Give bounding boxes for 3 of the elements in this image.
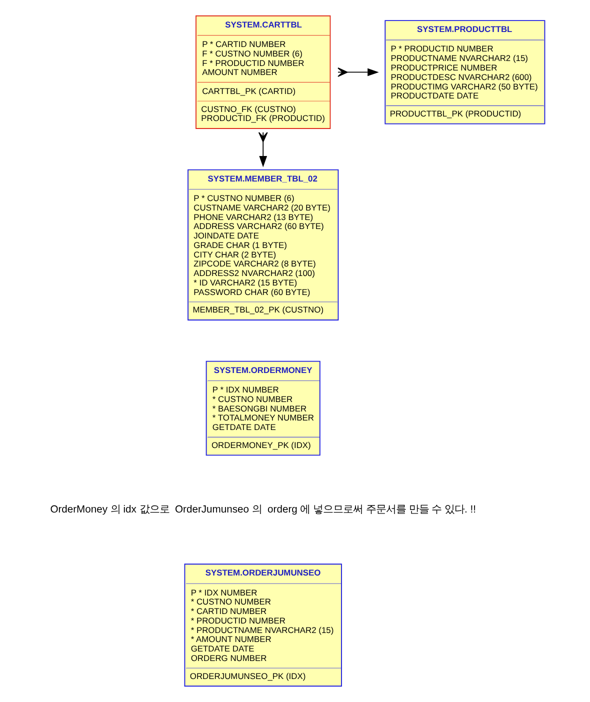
arrow [258, 132, 268, 168]
arrow [337, 68, 378, 77]
label: OrderMoney 의 idx 값으로 OrderJumunseo 의 orderg 에 넣으므로써 주문서를 만들 수 있다. !! [50, 504, 476, 516]
